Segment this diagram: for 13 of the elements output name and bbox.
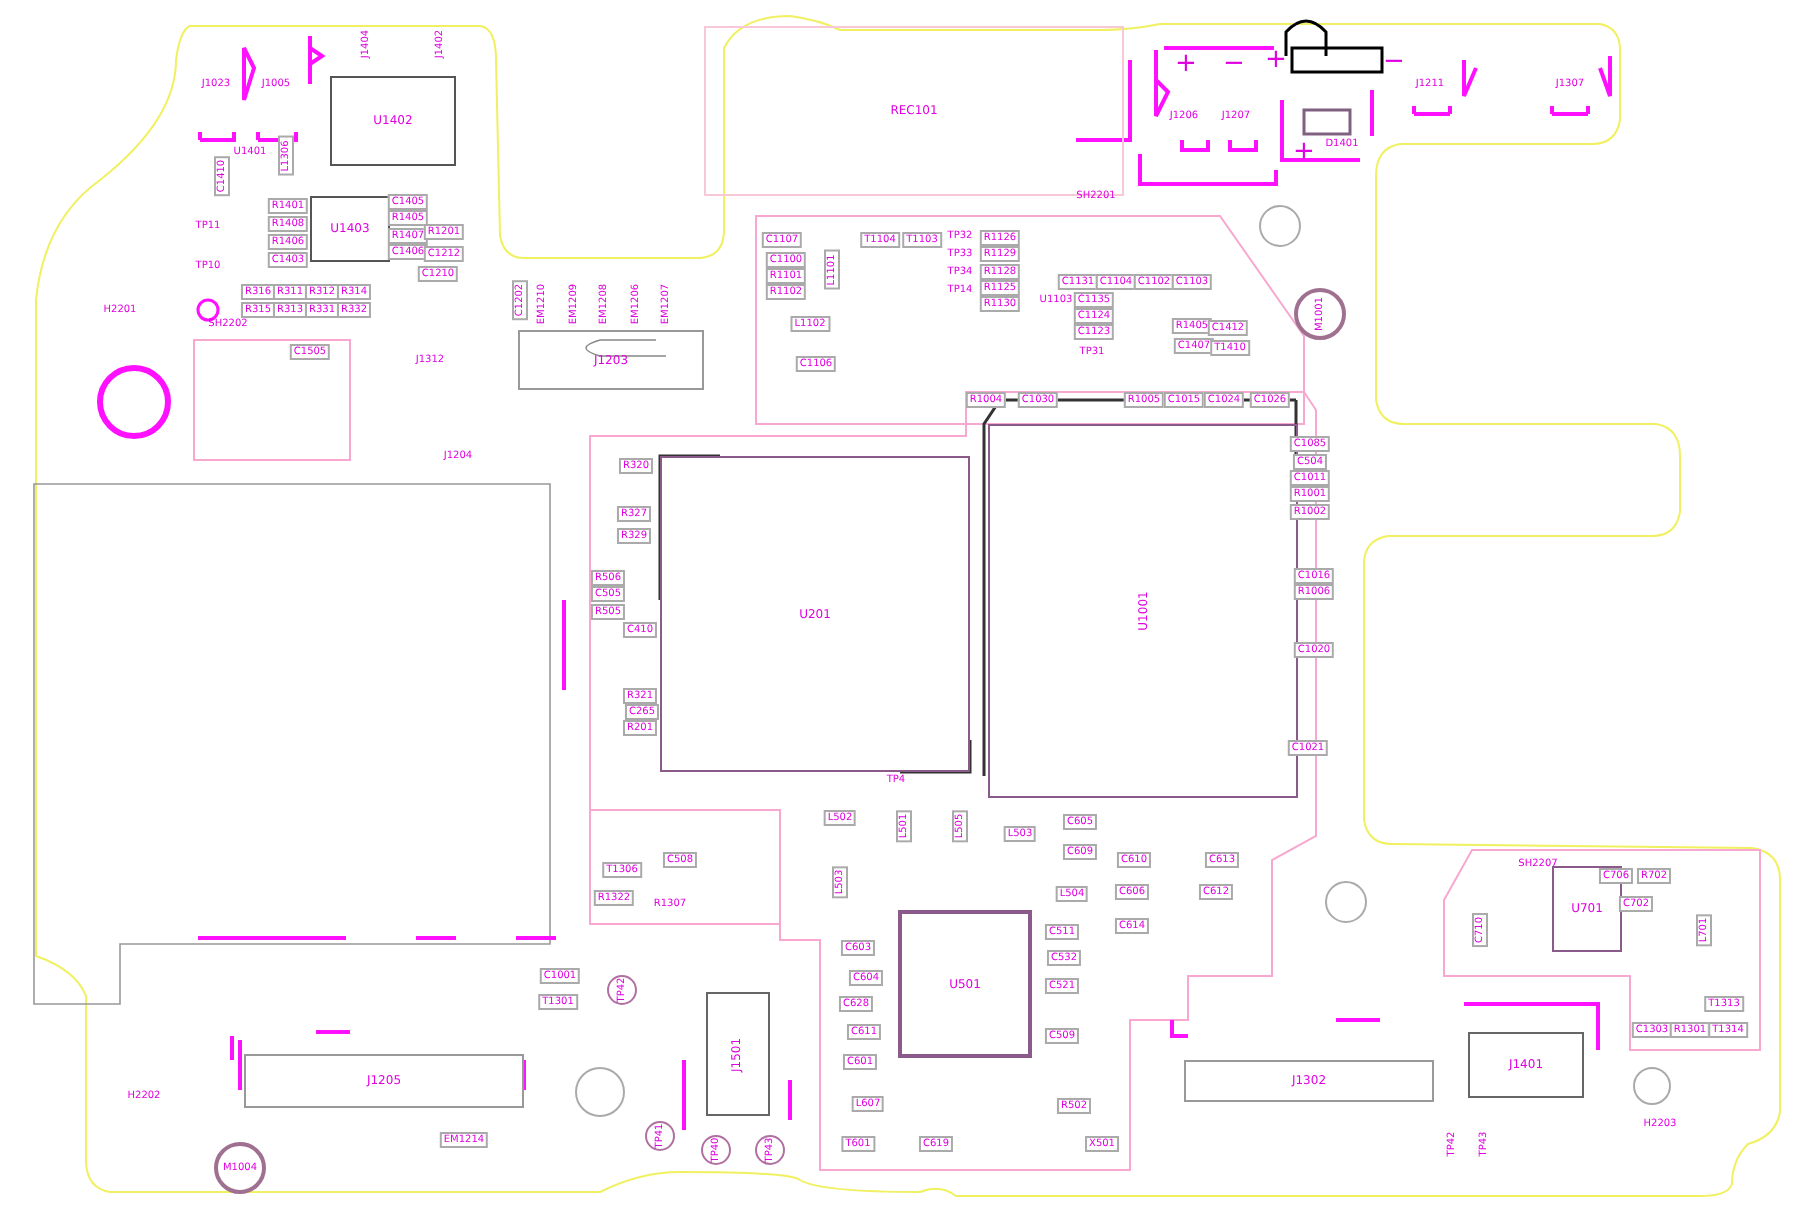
polarity-mark: − xyxy=(1383,49,1405,75)
connector-footprint xyxy=(1468,1032,1584,1098)
speaker-footprint xyxy=(704,26,1124,196)
connector-footprint xyxy=(1184,1060,1434,1102)
connector-footprint xyxy=(518,330,704,390)
polarity-mark: − xyxy=(1223,51,1245,77)
ic-package xyxy=(898,910,1032,1058)
connector-footprint xyxy=(244,1054,524,1108)
ic-package xyxy=(660,456,970,772)
connector-footprint xyxy=(706,992,770,1116)
polarity-mark: + xyxy=(1175,51,1197,77)
ic-package xyxy=(330,76,456,166)
polarity-mark: + xyxy=(1265,47,1287,73)
